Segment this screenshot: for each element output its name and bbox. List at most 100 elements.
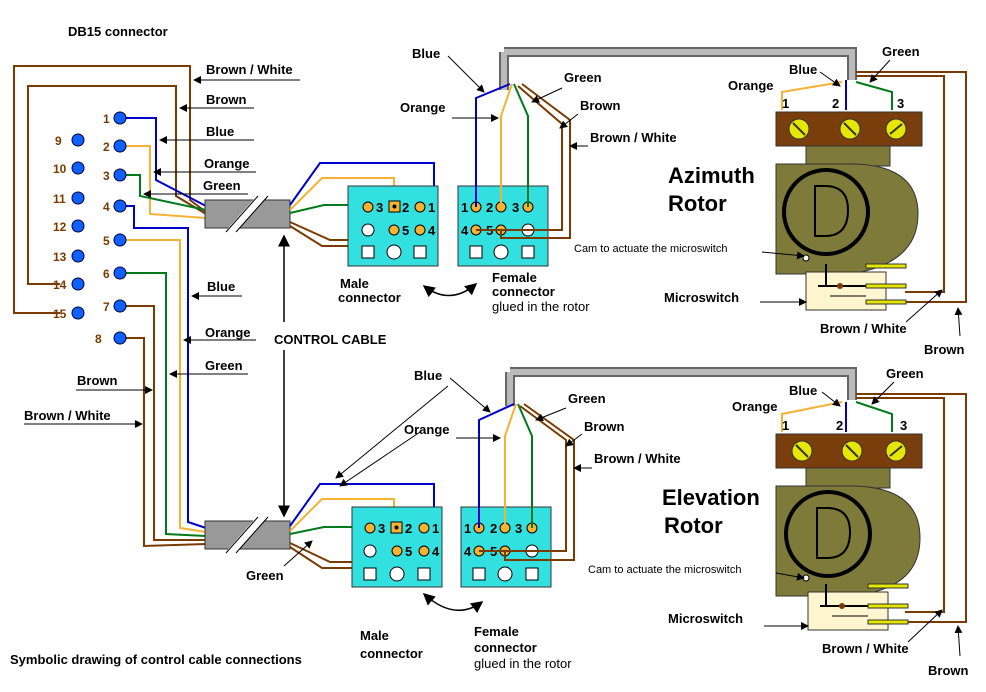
svg-text:Male: Male [340, 276, 369, 291]
svg-text:CONTROL CABLE: CONTROL CABLE [274, 332, 387, 347]
svg-text:connector: connector [474, 640, 537, 655]
svg-text:Male: Male [360, 628, 389, 643]
svg-text:Orange: Orange [204, 156, 250, 171]
svg-text:Green: Green [564, 70, 602, 85]
svg-text:Microswitch: Microswitch [664, 290, 739, 305]
db15-wires [13, 65, 207, 548]
svg-text:glued in the rotor: glued in the rotor [474, 656, 572, 671]
svg-text:5: 5 [103, 234, 110, 248]
svg-text:Brown / White: Brown / White [24, 408, 111, 423]
svg-text:1: 1 [428, 200, 435, 215]
diagram-caption: Symbolic drawing of control cable connec… [10, 652, 302, 667]
svg-text:3: 3 [515, 521, 522, 536]
svg-text:connector: connector [338, 290, 401, 305]
terminal-block-bottom [775, 433, 923, 469]
svg-text:Cam to actuate the microswitch: Cam to actuate the microswitch [588, 564, 741, 576]
svg-text:Blue: Blue [414, 368, 442, 383]
svg-text:3: 3 [900, 418, 907, 433]
svg-text:Female: Female [474, 624, 519, 639]
svg-text:Blue: Blue [207, 279, 235, 294]
rotor-wires-top [475, 47, 967, 303]
svg-text:3: 3 [512, 200, 519, 215]
svg-text:1: 1 [461, 200, 468, 215]
svg-text:15: 15 [53, 307, 67, 321]
svg-text:Brown: Brown [77, 373, 118, 388]
db15-pin: 4 [103, 199, 127, 214]
svg-text:10: 10 [53, 162, 67, 176]
svg-text:2: 2 [103, 140, 110, 154]
svg-text:Blue: Blue [412, 46, 440, 61]
svg-text:6: 6 [103, 267, 110, 281]
svg-text:Female: Female [492, 270, 537, 285]
svg-text:Orange: Orange [404, 422, 450, 437]
microswitch-bottom [807, 583, 909, 631]
svg-text:Green: Green [205, 358, 243, 373]
svg-text:13: 13 [53, 250, 67, 264]
cable-bodies [204, 193, 291, 556]
azimuth-rotor: Azimuth Rotor [668, 145, 919, 275]
rotor-wires-bottom [478, 367, 967, 623]
svg-text:1: 1 [782, 418, 789, 433]
db15-pin: 11 [53, 191, 85, 206]
db15-connector: 1 2 3 4 5 6 7 8 9 10 11 12 13 14 15 [53, 111, 127, 346]
female-connector-top: 1 2 3 4 5 [457, 185, 549, 267]
svg-text:Brown: Brown [924, 342, 965, 357]
db15-pin: 3 [103, 168, 127, 183]
db15-pin: 10 [53, 161, 85, 176]
top-rotor-bottom-labels: Cam to actuate the microswitch Microswit… [574, 243, 965, 357]
svg-text:2: 2 [832, 96, 839, 111]
svg-text:Rotor: Rotor [664, 513, 723, 538]
db15-pin: 2 [103, 139, 127, 154]
svg-text:9: 9 [55, 134, 62, 148]
svg-text:3: 3 [103, 169, 110, 183]
svg-text:4: 4 [461, 223, 469, 238]
svg-text:Azimuth: Azimuth [668, 163, 755, 188]
svg-text:8: 8 [95, 332, 102, 346]
svg-text:Brown / White: Brown / White [820, 321, 907, 336]
svg-text:Elevation: Elevation [662, 485, 760, 510]
svg-text:glued in the rotor: glued in the rotor [492, 299, 590, 314]
svg-text:4: 4 [428, 223, 436, 238]
db15-pin: 9 [55, 133, 85, 148]
svg-text:Brown / White: Brown / White [590, 130, 677, 145]
male-connector-top: 3 2 1 5 4 [347, 185, 439, 267]
svg-text:connector: connector [360, 646, 423, 661]
db15-pin: 12 [53, 219, 85, 234]
svg-text:Green: Green [568, 391, 606, 406]
svg-text:2: 2 [836, 418, 843, 433]
diagram-title: DB15 connector [68, 24, 168, 39]
svg-text:Green: Green [882, 44, 920, 59]
svg-text:Brown / White: Brown / White [206, 62, 293, 77]
left-wire-labels: Brown / White Brown Blue Orange Green Bl… [24, 62, 300, 428]
bottom-rotor-labels: Blue Orange Green Brown Brown / White Or… [335, 366, 924, 487]
svg-text:Brown / White: Brown / White [594, 451, 681, 466]
svg-text:1: 1 [782, 96, 789, 111]
terminal-block-top [775, 111, 923, 147]
svg-text:7: 7 [103, 300, 110, 314]
svg-text:2: 2 [486, 200, 493, 215]
db15-pin: 7 [103, 299, 127, 314]
svg-text:1: 1 [103, 112, 110, 126]
svg-text:4: 4 [464, 544, 472, 559]
svg-text:Blue: Blue [206, 124, 234, 139]
connector-labels: Male connector Female connector glued in… [338, 270, 590, 671]
svg-text:1: 1 [432, 521, 439, 536]
microswitch-top [805, 263, 907, 311]
bottom-rotor-bottom-labels: Cam to actuate the microswitch Microswit… [588, 564, 969, 678]
svg-text:Rotor: Rotor [668, 191, 727, 216]
db15-pin: 5 [103, 233, 127, 248]
db15-pin: 6 [103, 266, 127, 281]
svg-text:Microswitch: Microswitch [668, 611, 743, 626]
svg-text:11: 11 [53, 192, 66, 206]
svg-text:connector: connector [492, 284, 555, 299]
svg-text:Brown / White: Brown / White [822, 641, 909, 656]
svg-text:Blue: Blue [789, 62, 817, 77]
svg-text:2: 2 [405, 521, 412, 536]
svg-text:Cam to actuate the microswitch: Cam to actuate the microswitch [574, 243, 727, 255]
svg-text:Orange: Orange [732, 399, 778, 414]
svg-text:2: 2 [490, 521, 497, 536]
svg-text:Brown: Brown [928, 663, 969, 678]
svg-text:3: 3 [378, 521, 385, 536]
svg-text:Brown: Brown [206, 92, 247, 107]
